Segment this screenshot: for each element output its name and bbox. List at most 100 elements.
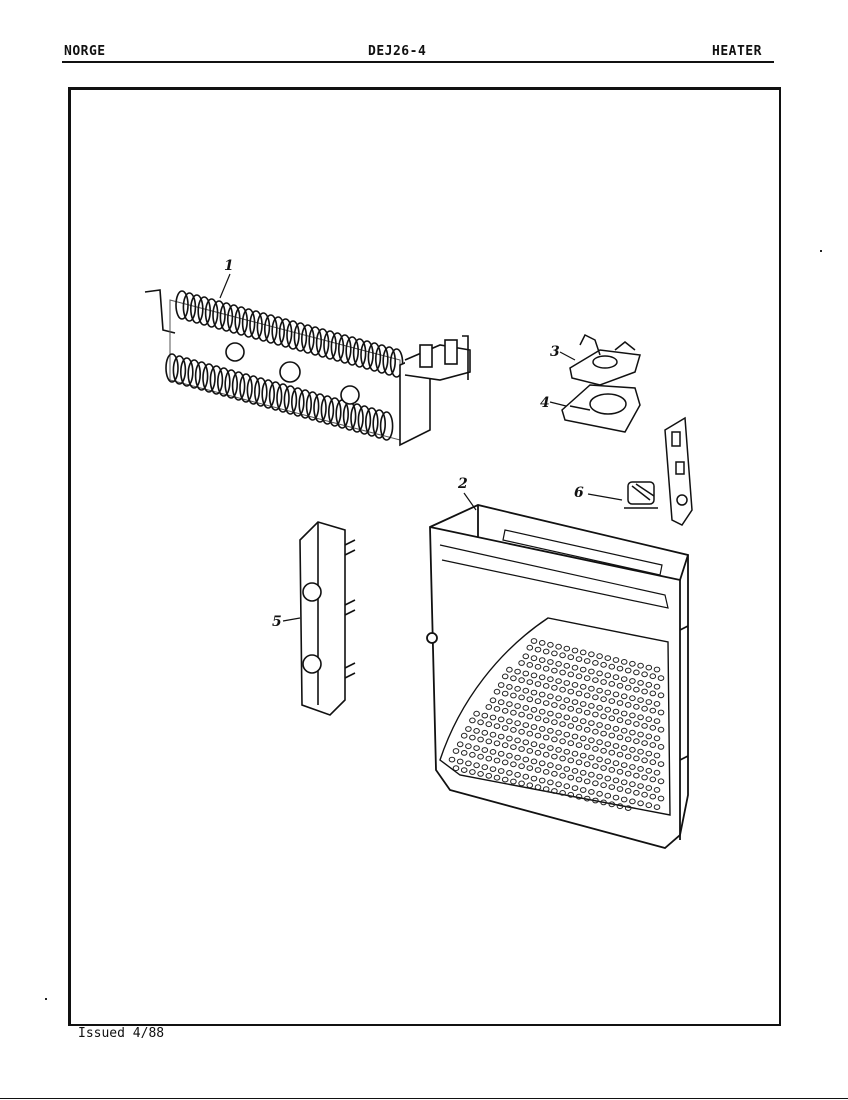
perforation-hole [612, 674, 620, 681]
perforation-hole [506, 770, 513, 776]
perforation-hole [645, 733, 653, 740]
perforation-hole [567, 740, 575, 747]
perforation-hole [510, 692, 517, 699]
perforation-hole [534, 784, 542, 791]
perforation-hole [477, 719, 484, 726]
perforation-hole [616, 751, 624, 758]
perforation-hole [514, 737, 521, 744]
perforation-hole [575, 759, 583, 766]
perforation-hole [588, 771, 595, 778]
coil-loop [305, 391, 320, 421]
perforation-hole [563, 680, 571, 686]
coil-loop [175, 290, 189, 320]
coil-loop [219, 302, 234, 332]
perforation-hole [559, 652, 566, 659]
perforation-hole [620, 710, 628, 717]
perforation-hole [567, 654, 575, 661]
perforation-hole [624, 753, 632, 760]
perforation-hole [600, 661, 607, 668]
perforation-hole [489, 766, 497, 772]
perforation-hole [583, 744, 591, 750]
perforation-hole [612, 657, 620, 663]
perforation-hole [567, 723, 575, 729]
coil-loop [271, 316, 286, 346]
coil-loop [204, 298, 219, 328]
perforation-hole [518, 677, 525, 684]
perforation-hole [579, 735, 587, 742]
perforation-hole [493, 723, 501, 729]
perforation-hole [497, 750, 505, 757]
perforation-hole [604, 724, 612, 730]
perforation-hole [547, 762, 554, 769]
perforation-hole [542, 751, 550, 758]
coil-loop [190, 294, 204, 324]
scan-speck [820, 250, 822, 252]
perforation-hole [542, 769, 550, 775]
coil-loop [372, 409, 387, 439]
perforation-hole [637, 662, 644, 669]
perforation-hole [530, 638, 538, 644]
perforation-hole [501, 742, 509, 749]
perforation-hole [575, 656, 583, 662]
perforation-hole [633, 703, 640, 710]
coil-loop [165, 353, 179, 383]
perforation-hole [588, 789, 595, 795]
coil-loop [360, 340, 374, 370]
perforation-hole [649, 776, 657, 783]
perforation-hole [608, 767, 616, 773]
perforation-hole [551, 788, 558, 794]
coil-loop [374, 344, 389, 374]
perforation-hole [653, 787, 661, 793]
perforation-hole [551, 667, 558, 674]
mounting-bracket [561, 384, 641, 433]
perforation-hole [534, 715, 542, 722]
perforation-hole [612, 794, 620, 801]
perforation-hole [452, 748, 460, 754]
perforation-hole [637, 714, 644, 721]
coil-loop [197, 296, 211, 326]
coil-loop [350, 403, 364, 433]
perforation-hole [571, 716, 579, 723]
perforation-hole [567, 705, 575, 712]
perforation-hole [542, 700, 550, 706]
perforation-hole [563, 783, 571, 790]
coil-loop [315, 328, 330, 358]
callout-3: 3 [550, 344, 560, 360]
perforation-hole [538, 640, 546, 646]
perforation-hole [616, 803, 624, 810]
perforation-hole [522, 722, 530, 728]
perforation-hole [542, 665, 550, 672]
perforation-hole [534, 663, 542, 670]
coil-loop [172, 355, 187, 385]
coil-loop [194, 361, 209, 391]
perforation-hole [624, 667, 632, 674]
coil-loop [234, 306, 248, 336]
perforation-hole [534, 749, 542, 756]
perforation-hole [506, 735, 513, 742]
perforation-hole [526, 696, 534, 703]
perforation-hole [547, 745, 554, 751]
coil-loop [367, 342, 382, 372]
perforation-hole [567, 688, 575, 695]
perforation-hole [629, 660, 636, 667]
perforation-hole [583, 692, 591, 699]
perforation-hole [473, 762, 480, 769]
perforation-hole [534, 646, 542, 653]
coil-loop [320, 395, 335, 425]
coil-loop [337, 334, 352, 364]
perforation-hole [534, 767, 542, 773]
perforation-hole [616, 682, 624, 689]
perforation-hole [588, 720, 595, 726]
perforation-hole [592, 711, 599, 718]
perforation-hole [477, 771, 484, 777]
perforation-hole [649, 690, 657, 697]
perforation-hole [571, 699, 579, 705]
perforation-hole [534, 732, 542, 739]
perforation-hole [571, 664, 579, 671]
perforation-hole [465, 726, 472, 732]
perforation-hole [518, 711, 525, 718]
perforation-hole [485, 704, 493, 710]
perforation-hole [596, 670, 603, 677]
perforation-hole [641, 688, 648, 695]
model-number: DEJ26-4 [368, 44, 427, 59]
